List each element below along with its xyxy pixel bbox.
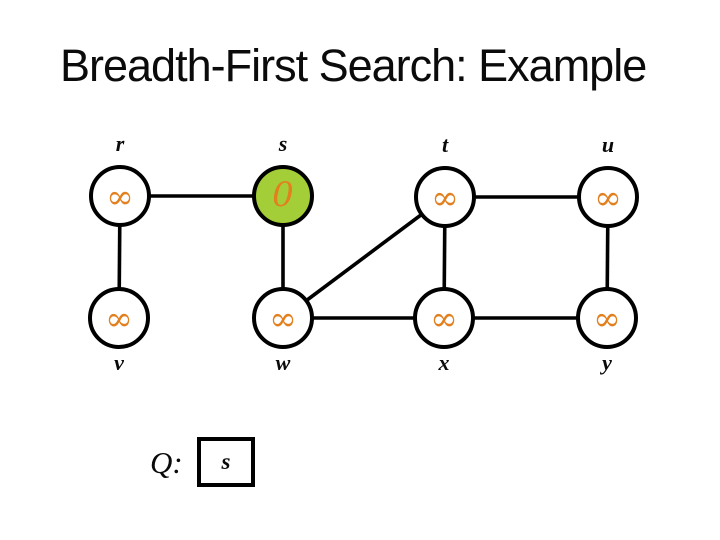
distance-value-u: ∞ bbox=[594, 177, 622, 217]
graph-node-x: ∞ bbox=[413, 287, 475, 349]
graph-node-s: 0 bbox=[252, 165, 314, 227]
graph-node-t: ∞ bbox=[414, 166, 476, 228]
distance-value-v: ∞ bbox=[105, 298, 133, 338]
distance-value-r: ∞ bbox=[106, 176, 134, 216]
vertex-label-t: t bbox=[441, 132, 449, 157]
graph-node-v: ∞ bbox=[88, 287, 150, 349]
vertex-label-r: r bbox=[115, 131, 125, 156]
distance-value-x: ∞ bbox=[430, 298, 458, 338]
queue-item-box: s bbox=[197, 437, 255, 487]
graph-node-r: ∞ bbox=[89, 165, 151, 227]
distance-value-t: ∞ bbox=[431, 177, 459, 217]
vertex-label-w: w bbox=[275, 350, 291, 375]
vertex-label-y: y bbox=[602, 350, 612, 375]
vertex-label-u: u bbox=[601, 132, 615, 157]
vertex-label-s: s bbox=[278, 131, 288, 156]
distance-value-y: ∞ bbox=[593, 298, 621, 338]
queue-item: s bbox=[221, 449, 231, 474]
graph-node-y: ∞ bbox=[576, 287, 638, 349]
graph-node-w: ∞ bbox=[252, 287, 314, 349]
graph-node-u: ∞ bbox=[577, 166, 639, 228]
queue-label: Q: bbox=[150, 445, 183, 480]
vertex-label-x: x bbox=[438, 350, 450, 375]
distance-value-s: 0 bbox=[272, 175, 294, 215]
slide-title: Breadth-First Search: Example bbox=[60, 40, 647, 91]
distance-value-w: ∞ bbox=[269, 298, 297, 338]
edge-t-w bbox=[281, 195, 447, 320]
vertex-label-v: v bbox=[114, 350, 124, 375]
